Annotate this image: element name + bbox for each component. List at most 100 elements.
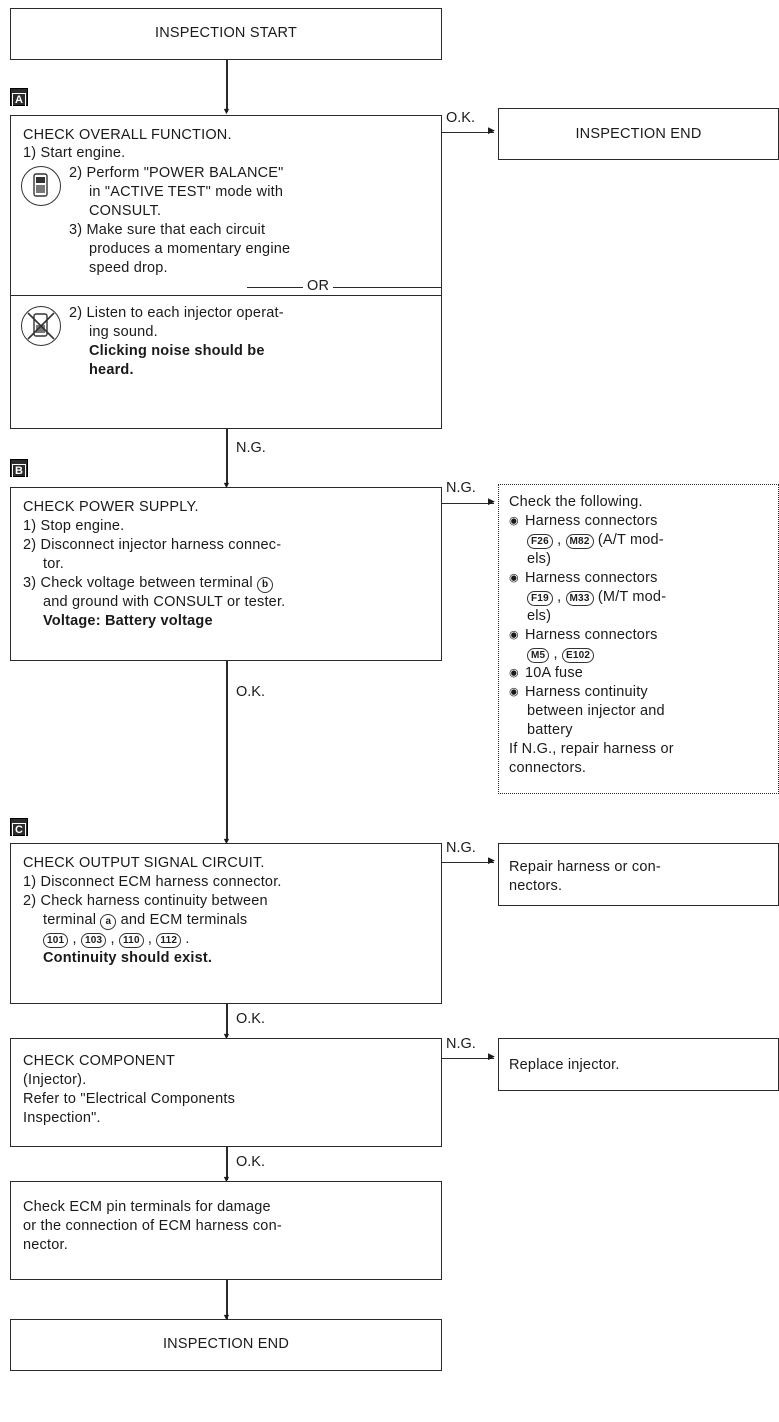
section-b-box: CHECK POWER SUPPLY. 1) Stop engine. 2) D…: [10, 487, 442, 661]
connector-line: [226, 1280, 228, 1320]
section-b-voltage: Voltage: Battery voltage: [43, 613, 213, 629]
component-ng-label: N.G.: [446, 1036, 476, 1052]
no-consult-icon: [21, 306, 61, 346]
side-item-5-line3: battery: [527, 722, 573, 738]
section-c-title: CHECK OUTPUT SIGNAL CIRCUIT.: [23, 855, 265, 871]
replace-injector-label: Replace injector.: [509, 1057, 620, 1073]
component-line-1: CHECK COMPONENT: [23, 1053, 176, 1069]
section-c-box: CHECK OUTPUT SIGNAL CIRCUIT. 1) Disconne…: [10, 843, 442, 1004]
or-label: OR: [307, 278, 330, 294]
inspection-end-box-a: INSPECTION END: [498, 108, 779, 160]
section-c-line-2: 2) Check harness continuity between: [23, 893, 268, 909]
connector-line: [226, 1004, 228, 1037]
side-item-2-suffix2: els): [527, 608, 552, 624]
terminal-b-icon: b: [257, 577, 274, 593]
arrow-down-icon: ▼: [222, 836, 231, 846]
terminal-110-icon: 110: [118, 933, 144, 948]
side-item-3: Harness connectors: [509, 626, 658, 645]
arrow-right-icon: ▶: [488, 855, 495, 865]
section-a-badge: A: [10, 88, 28, 107]
connector-line: [442, 1058, 494, 1059]
section-b-badge: B: [10, 459, 28, 478]
connector-line: [226, 60, 228, 112]
connector-line: [226, 1147, 228, 1180]
section-b-title: CHECK POWER SUPPLY.: [23, 499, 199, 515]
side-item-5: Harness continuity: [509, 683, 648, 702]
section-b-line-1: 1) Stop engine.: [23, 518, 125, 534]
section-c-continuity: Continuity should exist.: [43, 950, 213, 966]
side-item-2-suffix: (M/T mod-: [597, 589, 667, 605]
consult-icon: [21, 166, 61, 206]
arrow-down-icon: ▼: [222, 1031, 231, 1041]
inspection-start-box: INSPECTION START: [10, 8, 442, 60]
connector-line: [442, 503, 494, 504]
connector-f26-icon: F26: [527, 534, 553, 549]
ecm-line-2: or the connection of ECM harness con-: [23, 1218, 282, 1234]
section-b-side-box: Check the following. Harness connectors …: [498, 484, 779, 794]
side-item-4: 10A fuse: [509, 664, 583, 683]
section-c-side-2: nectors.: [509, 878, 563, 894]
connector-m33-icon: M33: [565, 591, 594, 606]
consult-step-3: CONSULT.: [89, 203, 162, 219]
consult-step-2: in "ACTIVE TEST" mode with: [89, 184, 284, 200]
arrow-down-icon: ▼: [222, 106, 231, 116]
side-item-2-connectors: F19 , M33 (M/T mod-: [527, 588, 666, 607]
inspection-end-label: INSPECTION END: [162, 1336, 290, 1352]
side-footer-1: If N.G., repair harness or: [509, 741, 674, 757]
side-item-5-line2: between injector and: [527, 703, 665, 719]
component-box: CHECK COMPONENT (Injector). Refer to "El…: [10, 1038, 442, 1147]
replace-injector-box: Replace injector.: [498, 1038, 779, 1091]
ecm-terminals: 101 , 103 , 110 , 112 .: [43, 930, 190, 949]
section-c-ng-label: N.G.: [446, 840, 476, 856]
side-intro: Check the following.: [509, 494, 643, 510]
side-item-1-suffix2: els): [527, 551, 552, 567]
arrow-down-icon: ▼: [222, 480, 231, 490]
inspection-start-label: INSPECTION START: [154, 25, 298, 41]
arrow-right-icon: ▶: [488, 125, 495, 135]
side-item-1-suffix: (A/T mod-: [597, 532, 664, 548]
section-c-side-box: Repair harness or con- nectors.: [498, 843, 779, 906]
listen-result-2: heard.: [89, 362, 134, 378]
section-c-ok-label: O.K.: [236, 1011, 266, 1027]
consult-step-6: speed drop.: [89, 260, 168, 276]
side-footer-2: connectors.: [509, 760, 587, 776]
inspection-end-box: INSPECTION END: [10, 1319, 442, 1371]
or-divider-left: [247, 287, 303, 288]
listen-step-2: ing sound.: [89, 324, 158, 340]
listen-step-1: 2) Listen to each injector operat-: [69, 305, 284, 321]
side-item-3-connectors: M5 , E102: [527, 645, 595, 664]
listen-result-1: Clicking noise should be: [89, 343, 265, 359]
side-item-1: Harness connectors: [509, 512, 658, 531]
section-a-ng-label: N.G.: [236, 440, 266, 456]
or-divider-right: [333, 287, 441, 288]
section-b-ok-label: O.K.: [236, 684, 266, 700]
terminal-112-icon: 112: [156, 933, 182, 948]
terminal-103-icon: 103: [80, 933, 107, 948]
terminal-a-icon: a: [100, 914, 117, 930]
section-a-box: CHECK OVERALL FUNCTION. 1) Start engine.…: [10, 115, 442, 429]
side-item-1-connectors: F26 , M82 (A/T mod-: [527, 531, 664, 550]
ecm-line-1: Check ECM pin terminals for damage: [23, 1199, 271, 1215]
arrow-down-icon: ▼: [222, 1174, 231, 1184]
ecm-line-3: nector.: [23, 1237, 68, 1253]
section-c-line-4: and ECM terminals: [120, 912, 248, 928]
section-c-side-1: Repair harness or con-: [509, 859, 661, 875]
inspection-end-label-a: INSPECTION END: [575, 126, 702, 142]
consult-step-4: 3) Make sure that each circuit: [69, 222, 266, 238]
section-b-line-3: tor.: [43, 556, 64, 572]
component-line-3: Refer to "Electrical Components: [23, 1091, 236, 1107]
connector-e102-icon: E102: [561, 648, 595, 663]
section-a-ok-label: O.K.: [446, 110, 476, 126]
component-line-4: Inspection".: [23, 1110, 101, 1126]
ecm-check-box: Check ECM pin terminals for damage or th…: [10, 1181, 442, 1280]
connector-line: [442, 132, 494, 133]
section-b-line-2: 2) Disconnect injector harness connec-: [23, 537, 282, 553]
or-divider-full: [11, 295, 441, 296]
arrow-right-icon: ▶: [488, 496, 495, 506]
side-item-2: Harness connectors: [509, 569, 658, 588]
connector-line: [442, 862, 494, 863]
consult-step-1: 2) Perform "POWER BALANCE": [69, 165, 284, 181]
section-b-ng-label: N.G.: [446, 480, 476, 496]
arrow-down-icon: ▼: [222, 1312, 231, 1322]
connector-m5-icon: M5: [527, 648, 550, 663]
